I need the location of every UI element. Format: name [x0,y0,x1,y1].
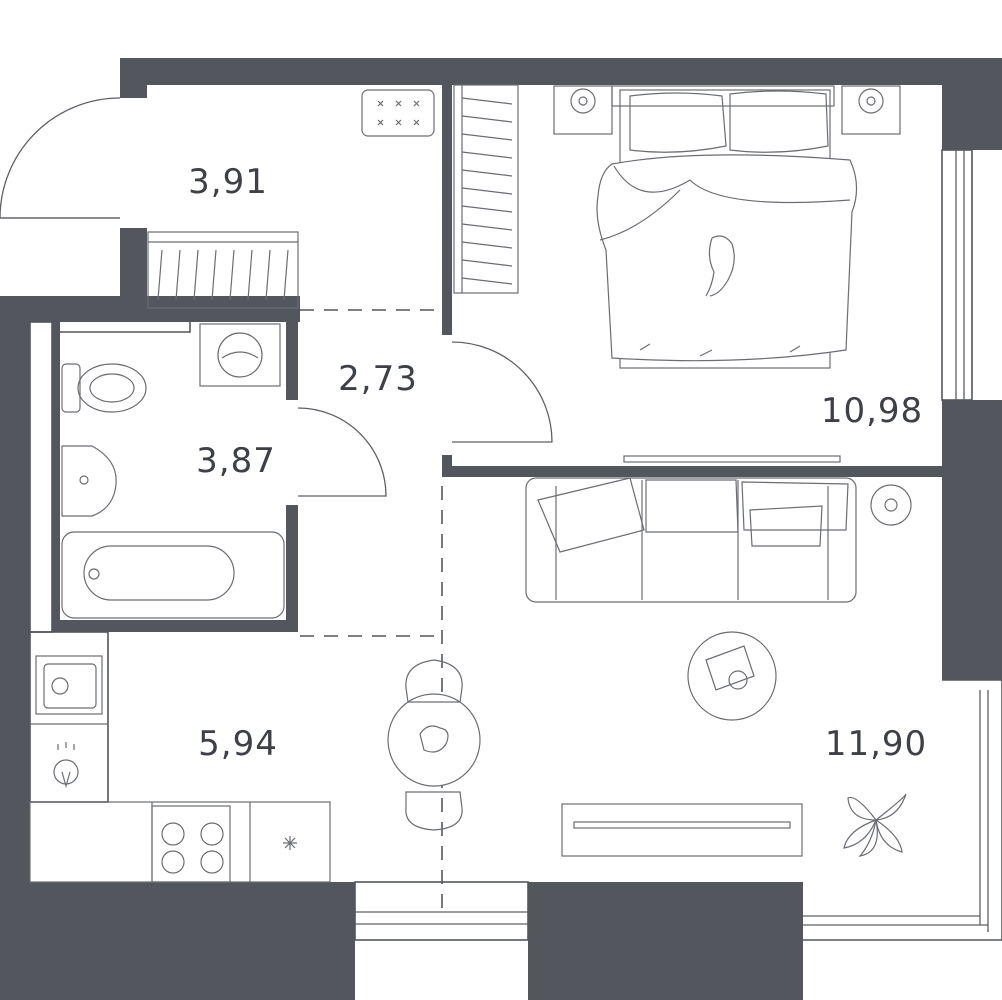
bed-icon [596,85,858,369]
windows [354,149,1002,941]
kitchen-counter [29,723,331,883]
toilet-icon [61,363,147,413]
kitchen-sink-icon [35,655,103,715]
area-label-living-room: 11,90 [825,724,927,764]
area-label-hallway: 3,91 [188,162,268,202]
outer-walls [0,58,1002,1000]
area-label-kitchen: 5,94 [198,724,278,764]
wardrobe-icon [453,84,519,294]
bedroom-tv-icon [623,455,841,463]
tv-stand-icon [561,803,803,857]
shoe-rack-icon [361,89,435,137]
interior-walls [29,85,942,803]
area-label-bathroom: 3,87 [196,441,276,481]
area-labels: 3,91 2,73 3,87 10,98 5,94 11,90 [188,162,927,764]
closet-icon [147,231,299,309]
dining-table-icon [387,693,481,787]
fridge-icon [283,836,297,850]
sink-icon [61,445,117,517]
bathtub-icon [61,531,285,619]
stove-icon [151,805,231,883]
room-boundaries [300,309,443,910]
area-label-corridor: 2,73 [338,359,418,399]
sofa-icon [525,477,857,603]
cat-icon [705,235,735,297]
plant-icon [843,793,907,857]
coffee-table-icon [687,631,777,721]
area-label-bedroom: 10,98 [821,391,923,431]
washing-machine-icon [199,323,281,387]
nightstand-lamp-icon [553,85,901,135]
floor-lamp-icon [870,484,912,526]
door-swing-icon [0,97,553,497]
dishwasher-icon [53,742,79,789]
chair-icon [405,659,463,831]
